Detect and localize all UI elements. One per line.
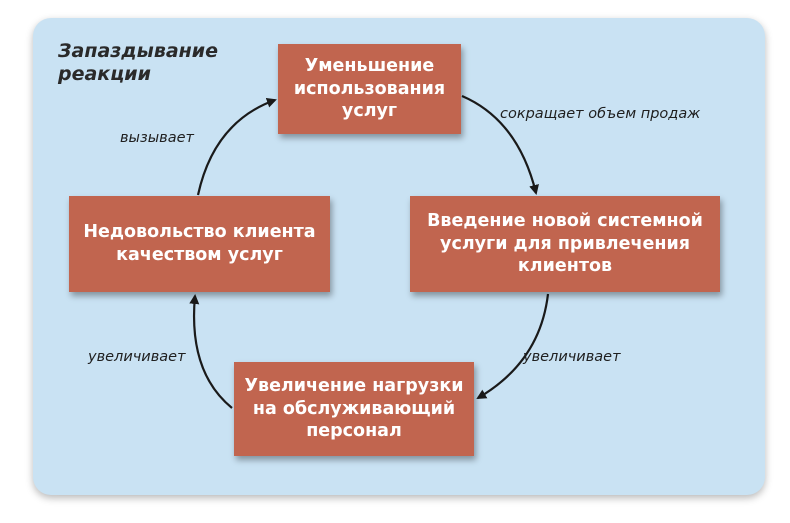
edge-label-reduces-sales: сокращает объем продаж [500, 106, 701, 122]
diagram-title: Запаздывание реакции [58, 40, 219, 85]
arrow-right-to-bottom [476, 293, 550, 400]
node-reduced-service-use: Уменьшение использования услуг [278, 44, 461, 134]
arrow-left-to-top [196, 98, 277, 196]
edge-label-increases-left: увеличивает [88, 349, 186, 365]
edge-label-increases-right: увеличивает [523, 349, 621, 365]
node-staff-load-increase: Увеличение нагрузки на обслуживающий пер… [234, 362, 474, 456]
arrow-top-to-right [461, 94, 539, 195]
node-new-system-service: Введение новой системной услуги для прив… [410, 196, 720, 292]
node-client-dissatisfaction: Недовольство клиента качеством услуг [69, 196, 330, 292]
arrow-bottom-to-left [189, 294, 233, 409]
edge-label-causes: вызывает [120, 130, 194, 146]
